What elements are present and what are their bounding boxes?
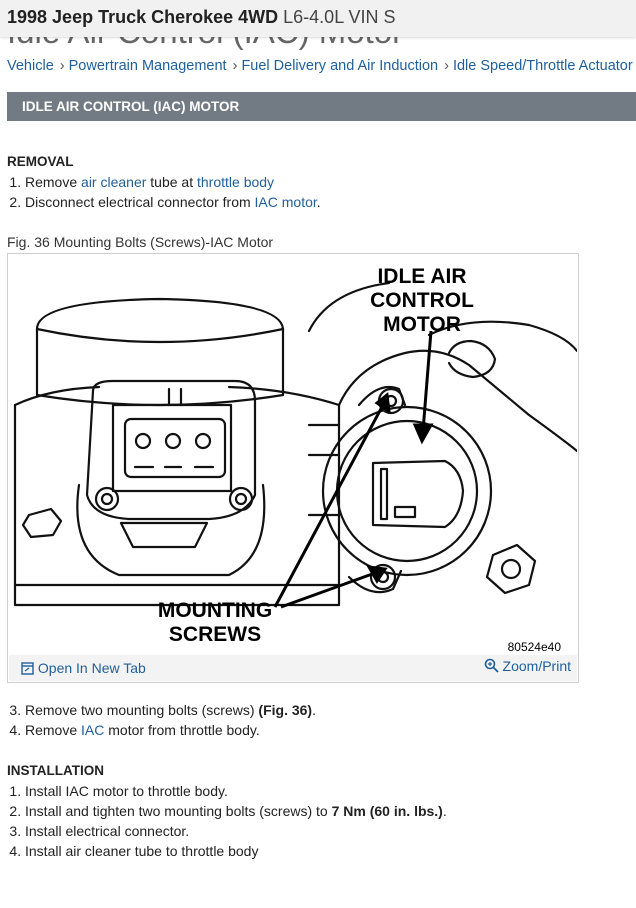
section-title: IDLE AIR CONTROL (IAC) MOTOR xyxy=(22,99,240,114)
installation-heading: INSTALLATION xyxy=(7,763,104,778)
list-item: Disconnect electrical connector from IAC… xyxy=(25,192,321,212)
chevron-right-icon: › xyxy=(59,58,65,74)
list-item: Install and tighten two mounting bolts (… xyxy=(25,801,447,821)
list-item: Remove air cleaner tube at throttle body xyxy=(25,172,321,192)
zoom-print-link[interactable]: Zoom/Print xyxy=(484,658,571,674)
breadcrumb-vehicle[interactable]: Vehicle xyxy=(7,58,54,74)
iac-motor-link[interactable]: IAC motor xyxy=(254,194,317,210)
breadcrumb-powertrain[interactable]: Powertrain Management xyxy=(68,58,227,74)
chevron-right-icon: › xyxy=(232,58,238,74)
removal-heading: REMOVAL xyxy=(7,154,74,169)
removal-steps: Remove air cleaner tube at throttle body… xyxy=(7,172,321,212)
list-item: Remove two mounting bolts (screws) (Fig.… xyxy=(25,700,316,720)
label-mounting: MOUNTING xyxy=(158,599,272,622)
removal-steps-continued: Remove two mounting bolts (screws) (Fig.… xyxy=(7,700,316,740)
list-item: Install IAC motor to throttle body. xyxy=(25,781,447,801)
vehicle-header: 1998 Jeep Truck Cherokee 4WD L6-4.0L VIN… xyxy=(0,0,636,37)
list-item: Remove IAC motor from throttle body. xyxy=(25,720,316,740)
engine-spec: L6-4.0L VIN S xyxy=(283,7,396,27)
air-cleaner-link[interactable]: air cleaner xyxy=(81,174,147,190)
chevron-right-icon: › xyxy=(444,58,449,74)
removal-steps-2: Remove two mounting bolts (screws) (Fig.… xyxy=(7,700,316,740)
iac-motor-diagram[interactable]: IDLE AIR CONTROL MOTOR MOUNTING SCREWS 8… xyxy=(9,255,577,655)
removal-section: REMOVAL Remove air cleaner tube at throt… xyxy=(7,152,321,212)
new-tab-icon xyxy=(21,662,34,675)
figure-toolbar: Open In New Tab Zoom/Print xyxy=(9,655,577,681)
iac-link[interactable]: IAC xyxy=(81,722,105,738)
label-idle-air: IDLE AIR xyxy=(377,265,466,288)
list-item: Install air cleaner tube to throttle bod… xyxy=(25,841,447,861)
breadcrumb-idle-speed[interactable]: Idle Speed/Throttle Actuator xyxy=(452,58,633,74)
section-header: IDLE AIR CONTROL (IAC) MOTOR xyxy=(7,92,636,121)
figure-code: 80524e40 xyxy=(508,640,562,654)
installation-section: INSTALLATION Install IAC motor to thrott… xyxy=(7,761,447,861)
open-in-new-tab-link[interactable]: Open In New Tab xyxy=(21,660,146,676)
label-control: CONTROL xyxy=(370,289,474,312)
vehicle-name: 1998 Jeep Truck Cherokee 4WD xyxy=(7,7,279,27)
list-item: Install electrical connector. xyxy=(25,821,447,841)
label-motor: MOTOR xyxy=(383,313,461,336)
breadcrumb: Vehicle›Powertrain Management›Fuel Deliv… xyxy=(7,58,633,74)
throttle-body-link[interactable]: throttle body xyxy=(197,174,275,190)
figure-box: IDLE AIR CONTROL MOTOR MOUNTING SCREWS 8… xyxy=(7,253,579,683)
label-screws: SCREWS xyxy=(169,623,261,646)
vehicle-title: 1998 Jeep Truck Cherokee 4WD L6-4.0L VIN… xyxy=(7,7,396,28)
figure-caption: Fig. 36 Mounting Bolts (Screws)-IAC Moto… xyxy=(7,234,274,250)
breadcrumb-fuel-delivery[interactable]: Fuel Delivery and Air Induction xyxy=(241,58,439,74)
magnifier-icon xyxy=(484,658,499,673)
installation-steps: Install IAC motor to throttle body. Inst… xyxy=(7,781,447,861)
